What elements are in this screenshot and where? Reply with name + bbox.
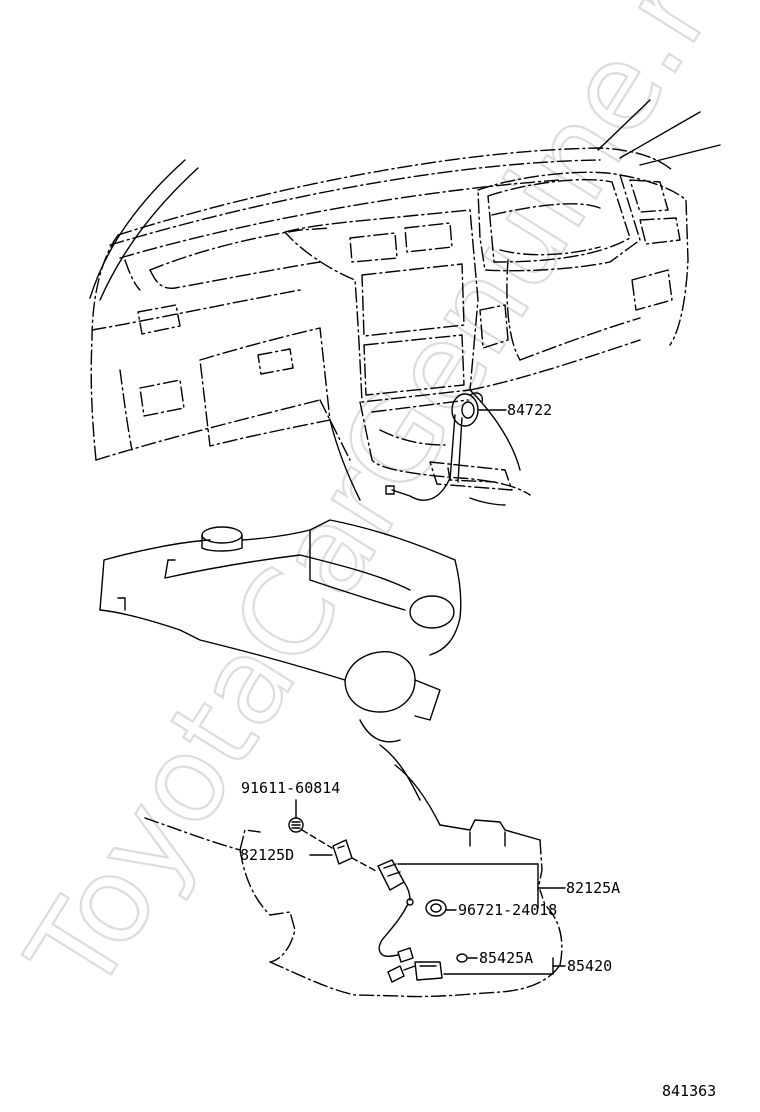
transmission-illustration [144,817,563,998]
label-85420: 85420 [567,957,612,975]
sensor-part [387,961,443,983]
svg-text:ToyotaCarGenuine.ru: ToyotaCarGenuine.ru [1,0,760,1016]
label-84722: 84722 [507,401,552,419]
watermark: ToyotaCarGenuine.ru [0,0,760,1017]
leader-lines [295,409,566,975]
label-96721-24018: 96721-24018 [458,901,557,919]
parts-group [288,817,468,983]
connector-part [377,859,414,906]
label-85425A: 85425A [479,949,533,967]
label-82125A: 82125A [566,879,620,897]
label-82125D: 82125D [240,846,294,864]
figure-number: 841363 [662,1082,716,1100]
engine-illustration [99,519,541,841]
labels: 84722 91611-60814 82125D 82125A 96721-24… [240,401,716,1100]
bolt-part [288,817,304,833]
grommet-part [425,899,447,917]
dashboard-illustration [89,99,721,506]
clip-part [456,953,468,963]
clamp-part [332,839,353,865]
label-91611-60814: 91611-60814 [241,779,340,797]
